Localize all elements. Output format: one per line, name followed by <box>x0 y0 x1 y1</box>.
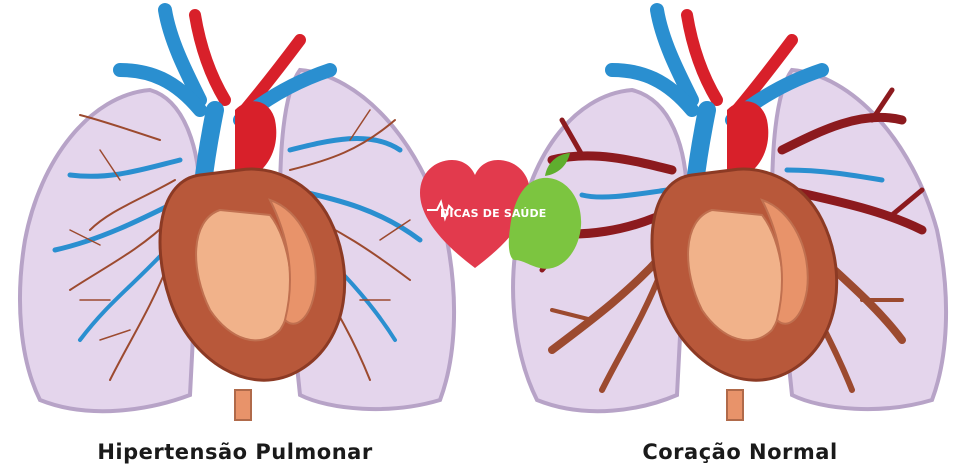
aorta <box>235 101 276 175</box>
lungs-heart-illustration-left <box>0 0 470 430</box>
caption-normal-heart: Coração Normal <box>560 440 920 464</box>
logo-text: DICAS DE SAÚDE <box>440 207 590 220</box>
logo-leaf-icon <box>545 153 570 176</box>
diagram-pulmonary-hypertension <box>0 0 470 430</box>
caption-pulmonary-hypertension: Hipertensão Pulmonar <box>40 440 430 464</box>
aorta <box>727 101 768 175</box>
